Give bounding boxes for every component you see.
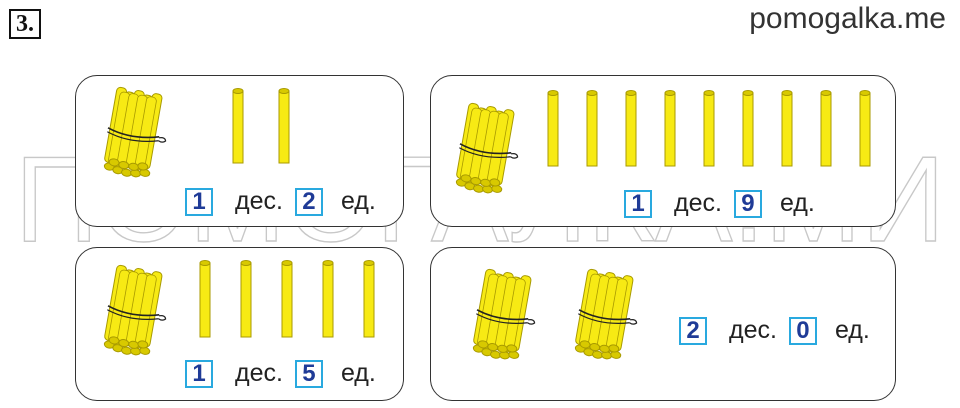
stick	[703, 90, 715, 167]
ones-answer-box[interactable]: 5	[294, 359, 323, 388]
card-19: 1 дес. 9 ед.	[430, 75, 896, 227]
stick	[859, 90, 871, 167]
tens-answer-box[interactable]: 1	[185, 359, 213, 388]
stick	[781, 90, 793, 167]
ones-answer-box[interactable]: 2	[294, 187, 323, 216]
ones-unit-label: ед.	[834, 316, 870, 344]
ones-unit-label: ед.	[779, 189, 815, 217]
answer-row: 1 дес. 2 ед.	[185, 187, 376, 216]
card-19-art	[455, 90, 871, 194]
bundle-of-ten	[455, 102, 519, 194]
bundle-of-ten	[472, 268, 536, 360]
card-15-art	[103, 260, 375, 356]
answer-row: 1 дес. 9 ед.	[624, 189, 815, 218]
bundle-of-ten	[103, 86, 167, 178]
site-brand: pomogalka.me	[749, 2, 946, 35]
stick	[232, 88, 244, 164]
stick	[547, 90, 559, 167]
bundle-of-ten	[103, 264, 167, 356]
tens-unit-label: дес.	[235, 187, 283, 215]
stick	[664, 90, 676, 167]
stick	[625, 90, 637, 167]
answer-row: 2 дес. 0 ед.	[679, 316, 870, 345]
tens-unit-label: дес.	[674, 189, 722, 217]
card-20: 2 дес. 0 ед.	[430, 247, 896, 401]
tens-answer-box[interactable]: 1	[624, 189, 652, 218]
answer-row: 1 дес. 5 ед.	[185, 359, 376, 388]
card-12: 1 дес. 2 ед.	[75, 75, 404, 227]
card-20-art	[472, 268, 638, 360]
ones-unit-label: ед.	[340, 359, 376, 387]
stick	[820, 90, 832, 167]
stick	[586, 90, 598, 167]
ones-answer-box[interactable]: 0	[788, 316, 817, 345]
stick	[240, 260, 252, 338]
stick	[742, 90, 754, 167]
stick	[199, 260, 211, 338]
ones-answer-box[interactable]: 9	[733, 189, 762, 218]
bundle-of-ten	[574, 268, 638, 360]
stick	[281, 260, 293, 338]
stick	[322, 260, 334, 338]
stick	[278, 88, 290, 164]
tens-answer-box[interactable]: 1	[185, 187, 213, 216]
tens-answer-box[interactable]: 2	[679, 316, 707, 345]
card-12-art	[103, 86, 290, 178]
card-15: 1 дес. 5 ед.	[75, 247, 404, 401]
ones-unit-label: ед.	[340, 187, 376, 215]
stick	[363, 260, 375, 338]
tens-unit-label: дес.	[235, 359, 283, 387]
tens-unit-label: дес.	[729, 316, 777, 344]
task-number: 3.	[9, 9, 41, 39]
